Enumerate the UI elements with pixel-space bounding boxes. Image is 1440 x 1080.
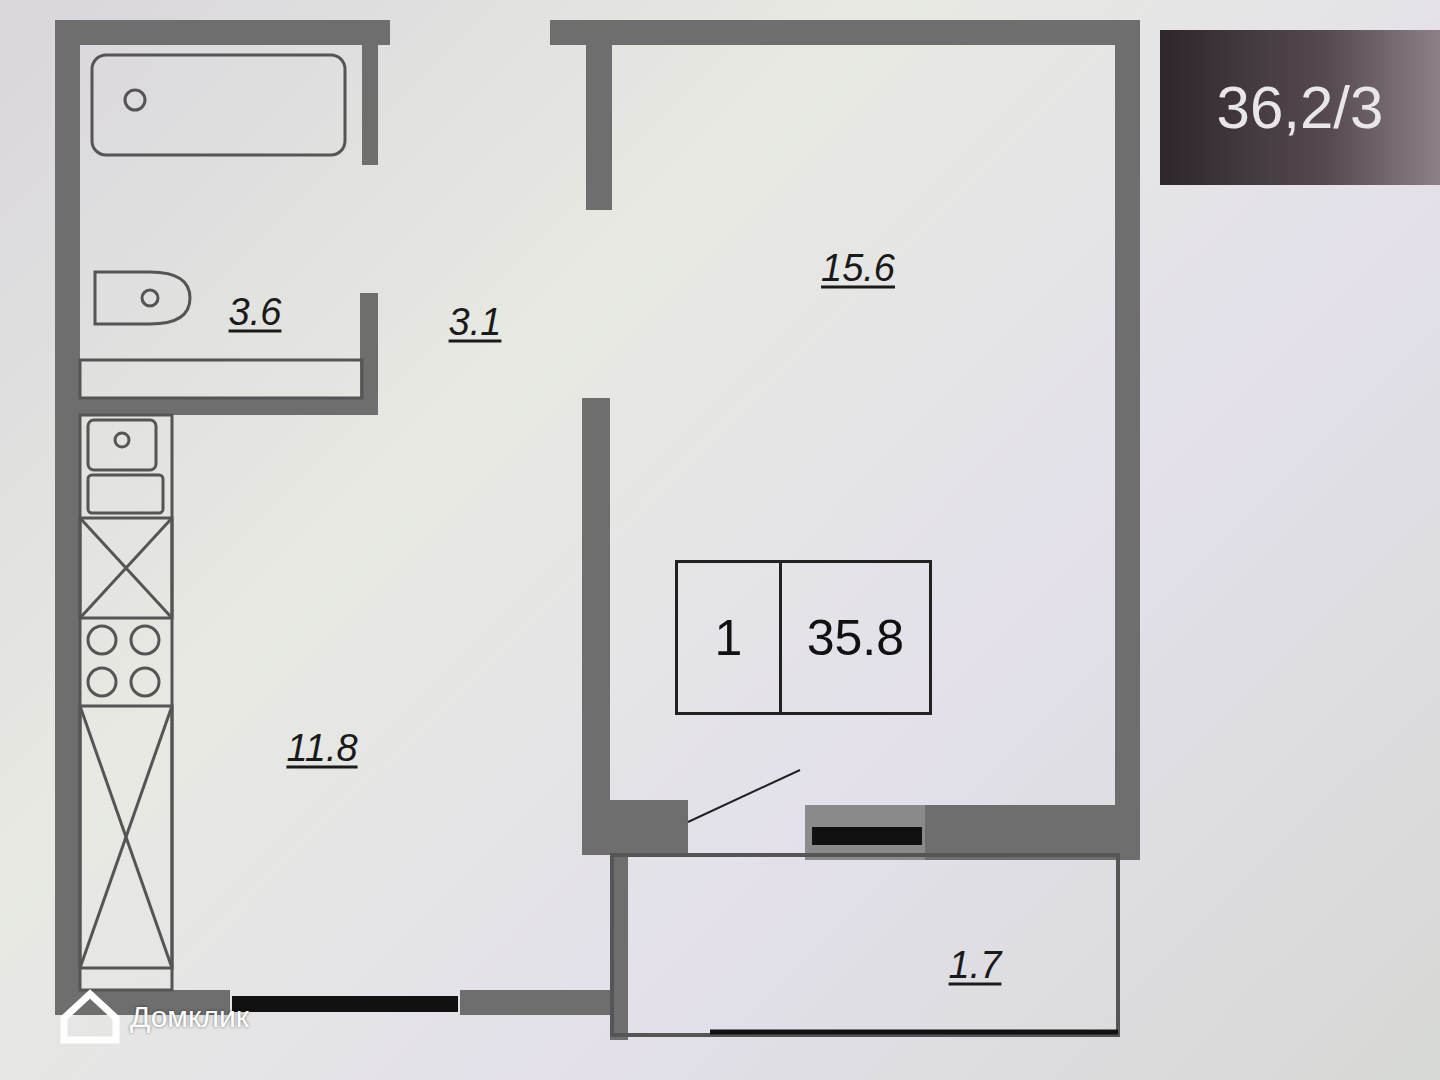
room-area: 3.1 xyxy=(449,301,502,344)
room-area: 3.6 xyxy=(229,291,282,334)
table-cell: 1 xyxy=(678,563,779,712)
room-area: 15.6 xyxy=(821,247,895,290)
watermark: Домклик xyxy=(130,1000,249,1034)
room-area: 1.7 xyxy=(949,944,1002,987)
fixtures xyxy=(80,55,345,990)
badge-text: 36,2/3 xyxy=(1217,30,1384,185)
watermark-icon xyxy=(64,994,116,1040)
area-badge: 36,2/3 xyxy=(1160,30,1440,185)
room-area: 11.8 xyxy=(286,727,357,770)
walls xyxy=(55,20,1140,1040)
apartment-table: 135.8 xyxy=(675,560,932,715)
table-cell: 35.8 xyxy=(779,563,929,712)
